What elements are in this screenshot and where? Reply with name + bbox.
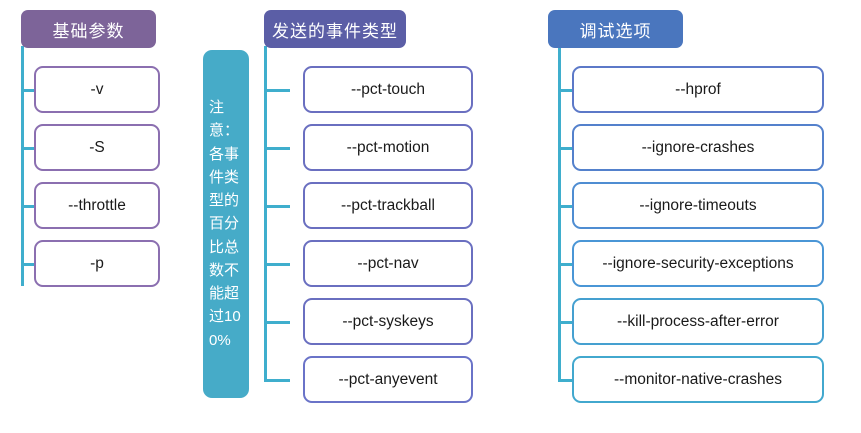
column2-item-2[interactable]: --pct-motion — [303, 124, 473, 171]
column3-branch-6 — [558, 379, 578, 382]
column2-branch-4 — [264, 263, 290, 266]
column3-branch-1 — [558, 89, 578, 92]
column3-item-2[interactable]: --ignore-crashes — [572, 124, 824, 171]
column2-item-1[interactable]: --pct-touch — [303, 66, 473, 113]
column3-item-4[interactable]: --ignore-security-exceptions — [572, 240, 824, 287]
column3-item-1[interactable]: --hprof — [572, 66, 824, 113]
column3-branch-2 — [558, 147, 578, 150]
column2-header[interactable]: 发送的事件类型 — [264, 10, 406, 48]
column2-item-6[interactable]: --pct-anyevent — [303, 356, 473, 403]
column1-branch-3 — [21, 205, 35, 208]
column3-item-3[interactable]: --ignore-timeouts — [572, 182, 824, 229]
column2-branch-1 — [264, 89, 290, 92]
column1-item-3[interactable]: --throttle — [34, 182, 160, 229]
column1-item-2[interactable]: -S — [34, 124, 160, 171]
column1-header[interactable]: 基础参数 — [21, 10, 156, 48]
column1-item-4[interactable]: -p — [34, 240, 160, 287]
column1-trunk — [21, 46, 24, 286]
column3-branch-4 — [558, 263, 578, 266]
column2-branch-6 — [264, 379, 290, 382]
column2-item-4[interactable]: --pct-nav — [303, 240, 473, 287]
column2-item-3[interactable]: --pct-trackball — [303, 182, 473, 229]
column1-item-1[interactable]: -v — [34, 66, 160, 113]
column1-branch-2 — [21, 147, 35, 150]
column3-trunk — [558, 46, 561, 379]
note-box: 注意：各事件类型的百分比总数不能超过100% — [203, 50, 249, 398]
column3-branch-3 — [558, 205, 578, 208]
column3-item-6[interactable]: --monitor-native-crashes — [572, 356, 824, 403]
note-text: 注意：各事件类型的百分比总数不能超过100% — [209, 99, 241, 349]
column1-branch-1 — [21, 89, 35, 92]
column3-item-5[interactable]: --kill-process-after-error — [572, 298, 824, 345]
column1-branch-4 — [21, 263, 35, 266]
column3-branch-5 — [558, 321, 578, 324]
column2-branch-5 — [264, 321, 290, 324]
column2-branch-2 — [264, 147, 290, 150]
column2-trunk — [264, 46, 267, 379]
column3-header[interactable]: 调试选项 — [548, 10, 683, 48]
column2-branch-3 — [264, 205, 290, 208]
column2-item-5[interactable]: --pct-syskeys — [303, 298, 473, 345]
